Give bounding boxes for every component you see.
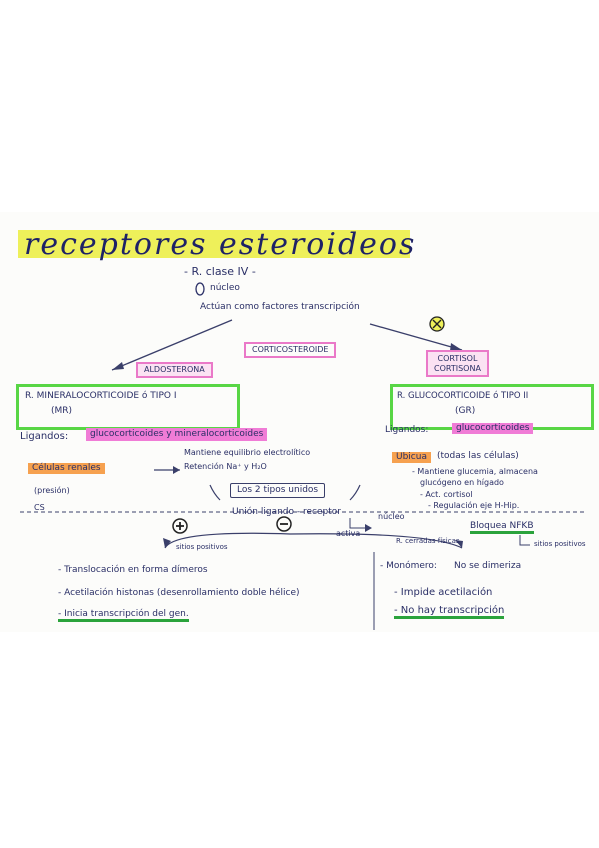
left-ligands-value: glucocorticoides y mineralocorticoides	[86, 428, 268, 441]
negative-monomer-value: No se dimeriza	[454, 561, 522, 571]
right-label-2: CORTISONA	[434, 363, 481, 373]
right-ligands-value: glucocorticoides	[452, 423, 534, 434]
plus-circle	[172, 518, 188, 534]
positive-item-3: - Inicia transcripción del gen.	[58, 610, 189, 622]
nfkb-note: sitios positivos	[534, 540, 586, 548]
left-effect-1: Mantiene equilibrio electrolítico	[184, 448, 311, 457]
right-receptor: R. GLUCOCORTICOIDE ó TIPO II	[397, 391, 529, 401]
positive-item-2: - Acetilación histonas (desenrollamiento…	[58, 588, 300, 598]
right-ligands-label: Ligandos:	[385, 425, 429, 435]
left-side-1: (presión)	[34, 486, 70, 495]
arrow-nucleo	[349, 518, 368, 529]
right-ubicua-note: (todas las células)	[437, 451, 519, 461]
mechanism-activa: activa	[336, 529, 361, 538]
negative-item-2: - No hay transcripción	[394, 606, 505, 619]
nfkb-label: Bloquea NFKB	[470, 522, 534, 534]
left-effect-2: Retención Na⁺ y H₂O	[184, 462, 267, 471]
left-ligands-label: Ligandos:	[20, 431, 69, 442]
mechanism-union: Unión ligando - receptor	[232, 507, 341, 517]
arrow-right	[369, 323, 463, 351]
negative-monomer-label: - Monómero:	[380, 561, 437, 571]
plus-branch-label: sitios positivos	[176, 543, 228, 551]
bracket-right	[349, 484, 361, 501]
right-label-1: CORTISOL	[437, 354, 478, 363]
left-receptor-box: R. MINERALOCORTICOIDE ó TIPO I (MR)	[16, 384, 240, 430]
left-receptor-abbr: (MR)	[51, 406, 73, 416]
negative-item-1: - Impide acetilación	[394, 587, 493, 598]
minus-circle	[276, 516, 292, 532]
center-label: CORTICOSTEROIDE	[244, 342, 337, 358]
left-side-2: CS	[34, 503, 45, 512]
page-title: receptores esteroideos	[18, 230, 414, 260]
right-receptor-abbr: (GR)	[455, 406, 476, 416]
arrow-nfkb	[519, 535, 530, 546]
mechanism-nucleo: núcleo	[378, 512, 405, 521]
mechanism-box: Los 2 tipos unidos	[230, 483, 326, 498]
right-bullet-3: - Regulación eje H-Hip.	[428, 501, 520, 510]
left-label: ALDOSTERONA	[136, 362, 213, 378]
positive-item-1: - Translocación en forma dímeros	[58, 565, 208, 575]
notebook-page	[0, 212, 599, 632]
right-bullet-1: - Mantiene glucemia, almacena	[412, 467, 538, 476]
branch-curve	[164, 532, 463, 549]
arrow-left	[111, 319, 233, 371]
left-cells: Células renales	[28, 463, 105, 474]
right-bullet-1b: glucógeno en hígado	[420, 478, 504, 487]
right-ubicua: Ubicua	[392, 452, 431, 463]
header-transcription: Actúan como factores transcripción	[200, 302, 360, 312]
header-nucleo: núcleo	[210, 283, 240, 293]
right-label: CORTISOL CORTISONA	[426, 350, 489, 378]
header-class: - R. clase IV -	[184, 265, 256, 278]
bracket	[209, 484, 221, 501]
minus-branch-label: R. cerradas físicas	[396, 537, 460, 545]
nucleus-icon	[195, 282, 205, 296]
right-bullet-2: - Act. cortisol	[420, 490, 473, 499]
left-receptor: R. MINERALOCORTICOIDE ó TIPO I	[25, 391, 177, 401]
